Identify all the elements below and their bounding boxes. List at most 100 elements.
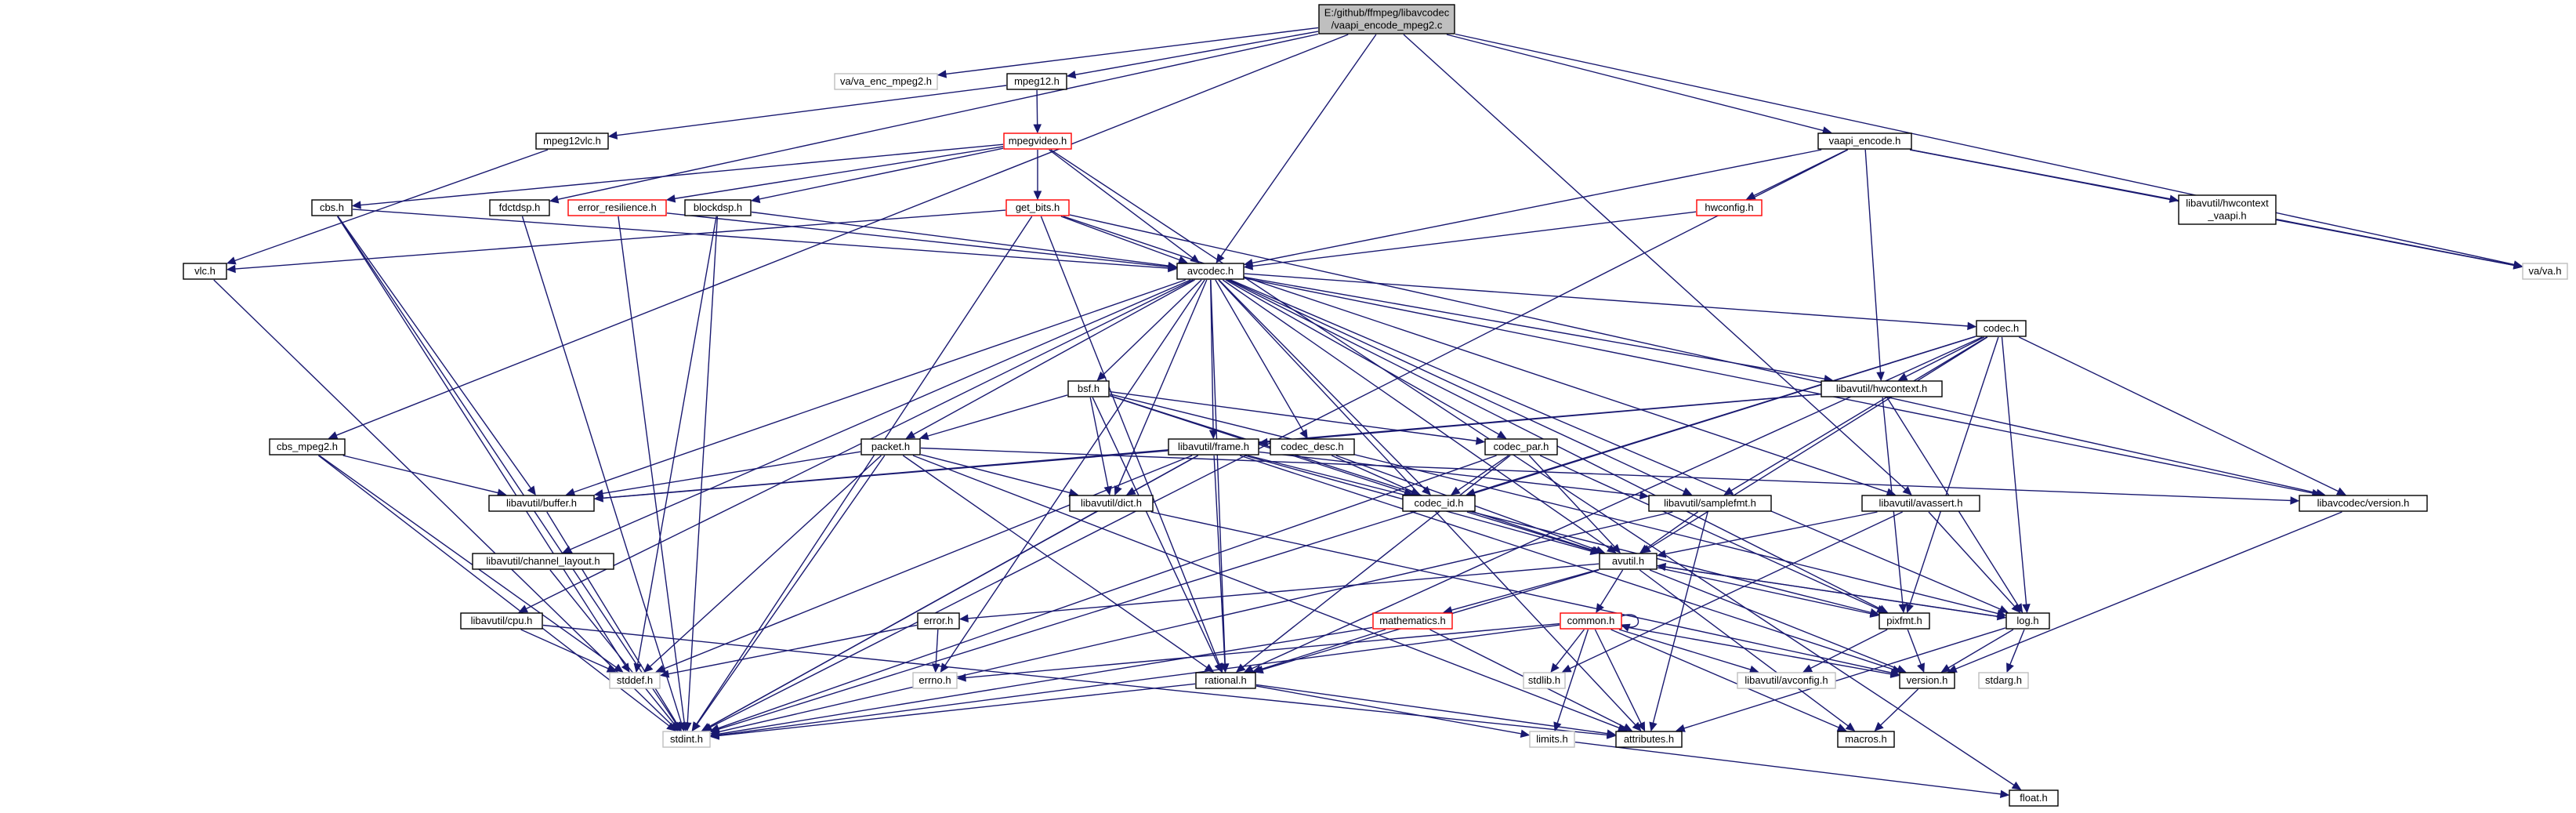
node-box — [1560, 612, 1622, 630]
node-error[interactable]: error.h — [917, 612, 960, 630]
node-codec-id[interactable]: codec_id.h — [1402, 495, 1476, 512]
node-label: _vaapi.h — [2207, 210, 2246, 222]
node-rational[interactable]: rational.h — [1195, 672, 1256, 689]
edge-avcodec-to-hwcontext — [1244, 276, 1834, 383]
node-cpu[interactable]: libavutil/cpu.h — [460, 612, 543, 630]
edge-mpeg12vlc-to-vlc — [226, 149, 549, 265]
node-channel-layout[interactable]: libavutil/channel_layout.h — [472, 553, 614, 570]
node-root[interactable]: E:/github/ffmpeg/libavcodec/vaapi_encode… — [1318, 4, 1455, 34]
node-hwcontext[interactable]: libavutil/hwcontext.h — [1821, 380, 1943, 397]
node-box — [1879, 612, 1930, 630]
edge-root-to-avcodec — [1216, 34, 1377, 263]
node-box — [1696, 199, 1763, 216]
node-codec-desc[interactable]: codec_desc.h — [1270, 438, 1355, 455]
node-lavc-version[interactable]: libavcodec/version.h — [2299, 495, 2428, 512]
node-frame[interactable]: libavutil/frame.h — [1168, 438, 1259, 455]
node-label: libavutil/avconfig.h — [1745, 674, 1828, 686]
node-label: codec_desc.h — [1281, 441, 1343, 452]
node-codec[interactable]: codec.h — [1976, 320, 2027, 337]
node-common[interactable]: common.h — [1560, 612, 1622, 630]
node-label: stdlib.h — [1528, 674, 1560, 686]
node-macros[interactable]: macros.h — [1837, 731, 1895, 748]
node-cbs[interactable]: cbs.h — [311, 199, 353, 216]
node-vlc[interactable]: vlc.h — [183, 263, 227, 280]
node-hwconfig[interactable]: hwconfig.h — [1696, 199, 1763, 216]
node-label: codec_id.h — [1415, 497, 1464, 509]
node-label: get_bits.h — [1016, 201, 1060, 213]
node-label: stddef.h — [617, 674, 653, 686]
node-blockdsp[interactable]: blockdsp.h — [684, 199, 752, 216]
edge-mpegvideo-to-blockdsp — [750, 147, 1004, 204]
node-box — [489, 199, 550, 216]
node-samplefmt[interactable]: libavutil/samplefmt.h — [1648, 495, 1772, 512]
node-box — [2522, 263, 2568, 280]
node-label: blockdsp.h — [694, 201, 742, 213]
node-label: codec_par.h — [1494, 441, 1549, 452]
node-mpegvideo[interactable]: mpegvideo.h — [1003, 132, 1072, 150]
edge-common-to-attributes — [1594, 629, 1646, 732]
node-avcodec[interactable]: avcodec.h — [1176, 263, 1245, 280]
edge-mpegvideo-to-error_resilience — [665, 146, 1004, 203]
edge-rational-to-stdint — [709, 683, 1196, 740]
edge-frame-to-samplefmt — [1259, 451, 1650, 500]
node-label: bsf.h — [1078, 383, 1100, 394]
edge-cbs-to-buffer — [337, 216, 536, 495]
node-box — [2005, 612, 2050, 630]
edge-bsf-to-codec_id — [1109, 395, 1414, 496]
node-box — [1899, 672, 1955, 689]
node-get-bits[interactable]: get_bits.h — [1005, 199, 1070, 216]
node-vaapi-encode[interactable]: vaapi_encode.h — [1817, 132, 1912, 150]
edge-common-to-avconfig — [1618, 629, 1759, 673]
node-mpeg12vlc[interactable]: mpeg12vlc.h — [535, 132, 609, 150]
node-label: hwconfig.h — [1705, 201, 1753, 213]
node-avutil[interactable]: avutil.h — [1599, 553, 1658, 570]
node-log[interactable]: log.h — [2005, 612, 2050, 630]
node-avassert[interactable]: libavutil/avassert.h — [1861, 495, 1980, 512]
node-box — [1005, 199, 1070, 216]
node-box — [1003, 132, 1072, 150]
node-box — [1523, 672, 1566, 689]
edge-cbs-to-stdint — [337, 216, 682, 732]
edge-root-to-mpeg12 — [1066, 31, 1319, 79]
node-float[interactable]: float.h — [2009, 789, 2059, 807]
node-label: libavutil/buffer.h — [506, 497, 577, 509]
node-cbs-mpeg2[interactable]: cbs_mpeg2.h — [269, 438, 346, 455]
node-box — [1006, 73, 1067, 90]
node-box — [2178, 194, 2277, 225]
edge-samplefmt-to-avutil — [1639, 511, 1698, 553]
node-pixfmt[interactable]: pixfmt.h — [1879, 612, 1930, 630]
node-label: limits.h — [1536, 733, 1567, 745]
node-dict[interactable]: libavutil/dict.h — [1069, 495, 1154, 512]
node-box — [2299, 495, 2428, 512]
node-packet[interactable]: packet.h — [860, 438, 921, 455]
node-fdctdsp[interactable]: fdctdsp.h — [489, 199, 550, 216]
edge-bsf-to-packet — [918, 394, 1068, 441]
edge-log-to-attributes — [1676, 627, 2006, 732]
edge-root-to-vaapi_encode — [1446, 34, 1832, 135]
node-error-resilience[interactable]: error_resilience.h — [567, 199, 667, 216]
node-mpeg12[interactable]: mpeg12.h — [1006, 73, 1067, 90]
edge-avcodec-to-bsf — [1096, 279, 1202, 381]
node-buffer[interactable]: libavutil/buffer.h — [488, 495, 595, 512]
node-box — [1821, 380, 1943, 397]
node-hwcontext-vaapi[interactable]: libavutil/hwcontext_vaapi.h — [2178, 194, 2277, 225]
node-attributes[interactable]: attributes.h — [1615, 731, 1683, 748]
node-box — [269, 438, 346, 455]
node-mathematics[interactable]: mathematics.h — [1372, 612, 1453, 630]
node-box — [1817, 132, 1912, 150]
edge-common-to-version — [1621, 626, 1900, 678]
node-codec-par[interactable]: codec_par.h — [1484, 438, 1558, 455]
edge-cbs-to-stddef — [337, 216, 630, 673]
node-label: mpeg12.h — [1014, 75, 1060, 87]
node-box — [662, 731, 711, 748]
edge-common-to-stdlib — [1550, 629, 1585, 673]
node-box — [912, 672, 958, 689]
node-version[interactable]: version.h — [1899, 672, 1955, 689]
node-box — [860, 438, 921, 455]
edge-fdctdsp-to-stdint — [521, 216, 686, 732]
node-bsf[interactable]: bsf.h — [1067, 380, 1110, 397]
nodes-layer: E:/github/ffmpeg/libavcodec/vaapi_encode… — [183, 4, 2568, 807]
node-label: fdctdsp.h — [499, 201, 541, 213]
node-label: avutil.h — [1612, 555, 1644, 567]
